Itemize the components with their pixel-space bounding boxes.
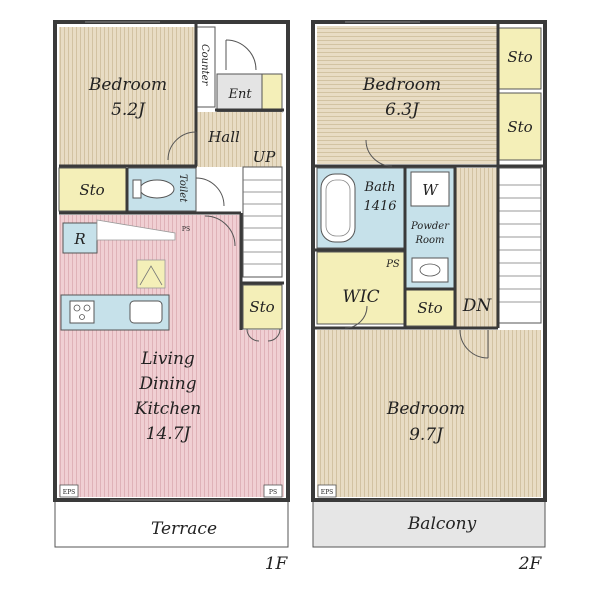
toilet-bowl-icon <box>139 179 175 199</box>
storage-2f-a-label: Sto <box>507 48 532 66</box>
windows-1f <box>85 21 230 501</box>
ldk-floor-right <box>241 330 284 497</box>
storage-2f-c-label: Sto <box>417 299 442 317</box>
bathtub-icon <box>320 173 356 243</box>
storage-2f-b-label: Sto <box>507 118 532 136</box>
ldk-line-3: Kitchen <box>134 399 201 419</box>
stove-icon <box>69 300 95 324</box>
shoe-cabinet <box>261 73 283 113</box>
eps-1f-label: EPS <box>63 489 76 496</box>
balcony-label: Balcony <box>407 514 477 534</box>
powder-room-line-2: Room <box>414 235 444 246</box>
bedroom-2f-bottom-floor <box>317 330 541 497</box>
bedroom-2f-top-name: Bedroom <box>362 75 441 95</box>
bedroom-1f-size: 5.2J <box>111 100 146 120</box>
ps-2f-label: PS <box>385 259 400 270</box>
stair-treads-1f <box>243 179 282 265</box>
stairs-2f <box>498 167 542 324</box>
toilet-label: Toilet <box>177 174 188 203</box>
light-shade-icon <box>139 265 163 286</box>
stairs-up-label: UP <box>253 148 277 166</box>
pendant-light-icon <box>136 259 166 289</box>
hall-label: Hall <box>207 128 240 146</box>
stove-burner-2 <box>83 304 91 312</box>
entrance-floor <box>216 73 263 113</box>
ps-1f-bottom-label: PS <box>269 489 277 496</box>
stairs-1f <box>242 166 283 278</box>
refrigerator-label: R <box>73 230 85 248</box>
ps-box-1f <box>263 484 283 498</box>
bath-size: 1416 <box>363 199 396 214</box>
floor-1: Bedroom 5.2J Counter Ent Hall UP Sto Toi… <box>53 20 290 574</box>
bedroom-2f-bottom-size: 9.7J <box>409 425 444 445</box>
storage-1f-right <box>242 284 283 330</box>
wic-label: WIC <box>342 287 379 307</box>
interior-walls-1f <box>59 24 284 330</box>
toilet-tank-icon <box>132 179 142 199</box>
ldk-size: 14.7J <box>146 424 192 444</box>
floor-1-label: 1F <box>265 554 289 574</box>
stairs-down-label: DN <box>462 296 493 316</box>
storage-1f-right-label: Sto <box>249 298 274 316</box>
bedroom-1f-floor <box>59 27 195 165</box>
windows-2f <box>345 21 500 501</box>
bathtub-inner <box>325 179 351 237</box>
basin-icon <box>419 263 441 277</box>
powder-room-line-1: Powder <box>410 221 450 232</box>
vanity-icon <box>411 257 449 283</box>
hall-2f-floor <box>456 168 498 328</box>
sink-icon <box>129 300 163 324</box>
ldk-line-1: Living <box>140 349 195 369</box>
stove-burner-3 <box>79 314 85 320</box>
storage-1f-left-label: Sto <box>79 181 104 199</box>
ldk-line-2: Dining <box>138 374 196 394</box>
eps-2f-label: EPS <box>321 489 334 496</box>
stair-treads-2f <box>499 184 541 303</box>
hall-floor <box>197 112 282 167</box>
ps-1f-label: PS <box>182 226 190 233</box>
floor-2-label: 2F <box>518 554 543 574</box>
door-swings-1f <box>167 39 281 342</box>
storage-2f-b <box>498 92 542 161</box>
washer-space <box>410 171 450 207</box>
terrace-label: Terrace <box>151 519 217 539</box>
bedroom-1f-name: Bedroom <box>88 75 167 95</box>
bedroom-2f-bottom-name: Bedroom <box>386 399 465 419</box>
door-swings-2f <box>344 139 489 359</box>
stove-burner-1 <box>73 304 81 312</box>
washer-label: W <box>422 181 439 199</box>
bedroom-2f-top-floor <box>317 26 497 164</box>
floor-2: Bedroom 6.3J Sto Sto Bath 1416 W Powder … <box>311 20 547 574</box>
counter-label: Counter <box>199 44 210 86</box>
eps-box-1f <box>59 484 79 498</box>
storage-2f-a <box>498 27 542 90</box>
range-hood-icon <box>96 219 176 241</box>
bedroom-2f-top-size: 6.3J <box>385 100 420 120</box>
terrace-area <box>54 499 289 548</box>
eps-box-2f <box>317 484 337 498</box>
bath-label: Bath <box>364 180 396 195</box>
entrance-label: Ent <box>227 87 252 102</box>
